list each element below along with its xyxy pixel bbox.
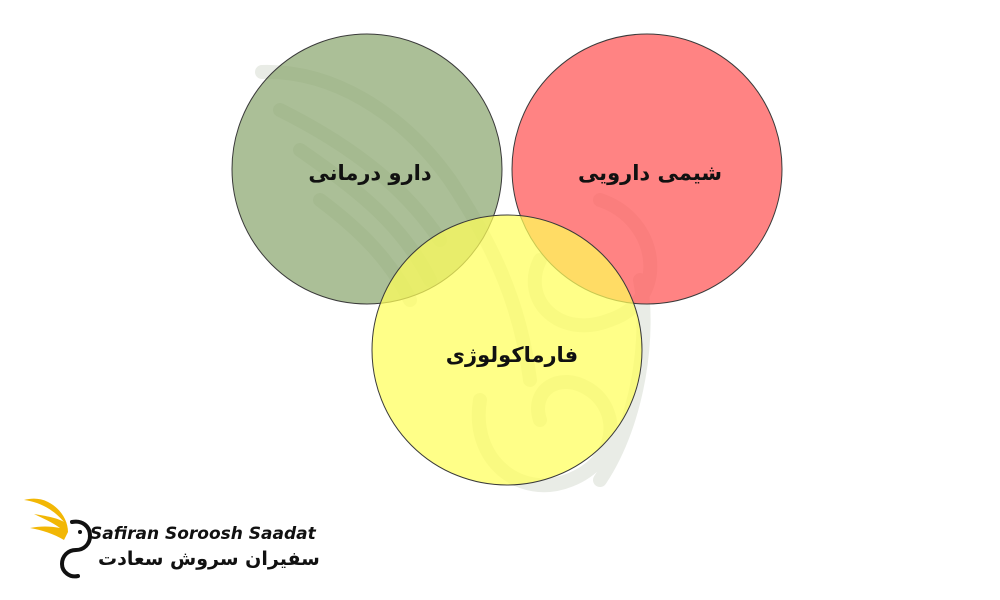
logo-latin-text: Safiran Soroosh Saadat xyxy=(90,524,316,544)
circle-pharmacology xyxy=(371,214,643,486)
company-logo: Safiran Soroosh Saadat سفیران سروش سعادت xyxy=(20,492,320,587)
label-medicinal-chemistry: شیمی دارویی xyxy=(578,161,722,185)
label-pharmacotherapy: دارو درمانی xyxy=(308,161,432,185)
swan-wing-icon xyxy=(24,498,93,579)
logo-persian-text: سفیران سروش سعادت xyxy=(98,548,320,570)
label-pharmacology: فارماکولوژی xyxy=(446,343,578,367)
